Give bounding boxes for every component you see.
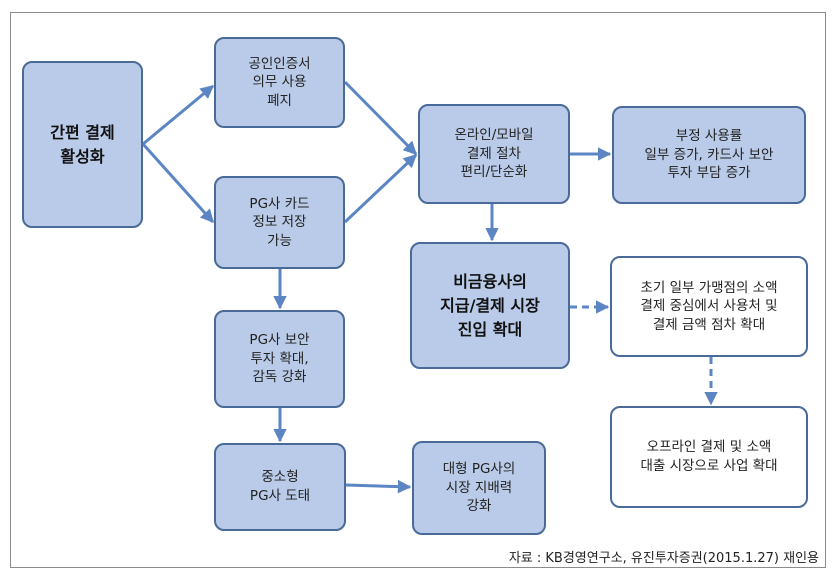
arrow-simple-to-cert bbox=[142, 84, 215, 146]
node-cert-abolish: 공인인증서 의무 사용 폐지 bbox=[214, 37, 345, 128]
node-small-pg: 중소형 PG사 도태 bbox=[214, 443, 346, 531]
node-nonfinancial-entry: 비금융사의 지급/결제 시장 진입 확대 bbox=[410, 242, 570, 369]
arrow-small-to-large bbox=[345, 479, 412, 494]
node-pg-card-store: PG사 카드 정보 저장 가능 bbox=[214, 176, 345, 269]
node-online-simplify: 온라인/모바일 결제 절차 편리/단순화 bbox=[418, 104, 570, 204]
node-pg-security: PG사 보안 투자 확대, 감독 강화 bbox=[214, 310, 345, 408]
node-large-pg: 대형 PG사의 시장 지배력 강화 bbox=[412, 441, 546, 535]
arrow-cert-to-online bbox=[343, 80, 418, 156]
diagram-frame bbox=[10, 12, 826, 568]
node-fraud: 부정 사용률 일부 증가, 카드사 보안 투자 부담 증가 bbox=[612, 106, 806, 204]
node-offline-expand: 오프라인 결제 및 소액 대출 시장으로 사업 확대 bbox=[610, 406, 808, 508]
arrow-pgcard-to-online bbox=[343, 153, 418, 224]
source-note: 자료 : KB경영연구소, 유진투자증권(2015.1.27) 재인용 bbox=[508, 551, 819, 566]
node-simple-payment: 간편 결제 활성화 bbox=[22, 61, 143, 228]
node-early-merchants: 초기 일부 가맹점의 소액 결제 중심에서 사용처 및 결제 금액 점차 확대 bbox=[610, 256, 808, 357]
arrow-simple-to-pgcard bbox=[141, 142, 215, 224]
